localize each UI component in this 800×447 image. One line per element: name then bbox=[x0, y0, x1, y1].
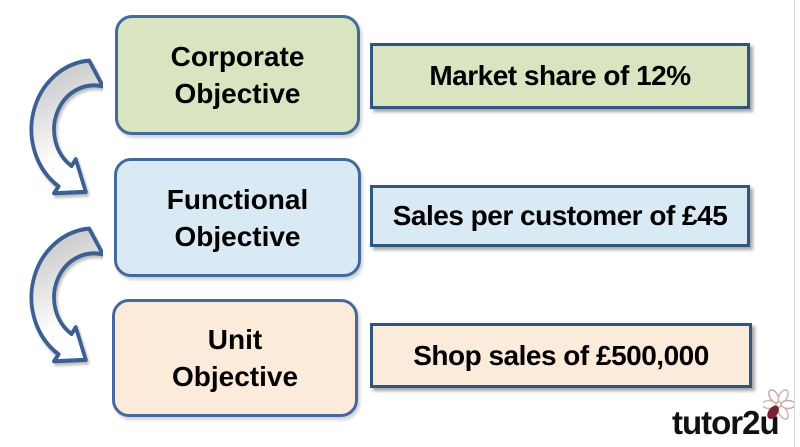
unit-target-box: Shop sales of £500,000 bbox=[370, 323, 752, 388]
tutor2u-logo: tutor2u bbox=[672, 404, 780, 441]
functional-objective-box: Functional Objective bbox=[114, 158, 361, 277]
corporate-target-box: Market share of 12% bbox=[370, 43, 750, 109]
slide-edge-line bbox=[794, 0, 795, 447]
curved-arrow-icon bbox=[29, 226, 103, 364]
functional-target-box: Sales per customer of £45 bbox=[370, 185, 750, 247]
flower-icon bbox=[763, 389, 795, 420]
unit-objective-box: Unit Objective bbox=[112, 299, 358, 417]
curved-arrow-icon bbox=[29, 58, 103, 196]
corporate-objective-box: Corporate Objective bbox=[115, 15, 360, 135]
